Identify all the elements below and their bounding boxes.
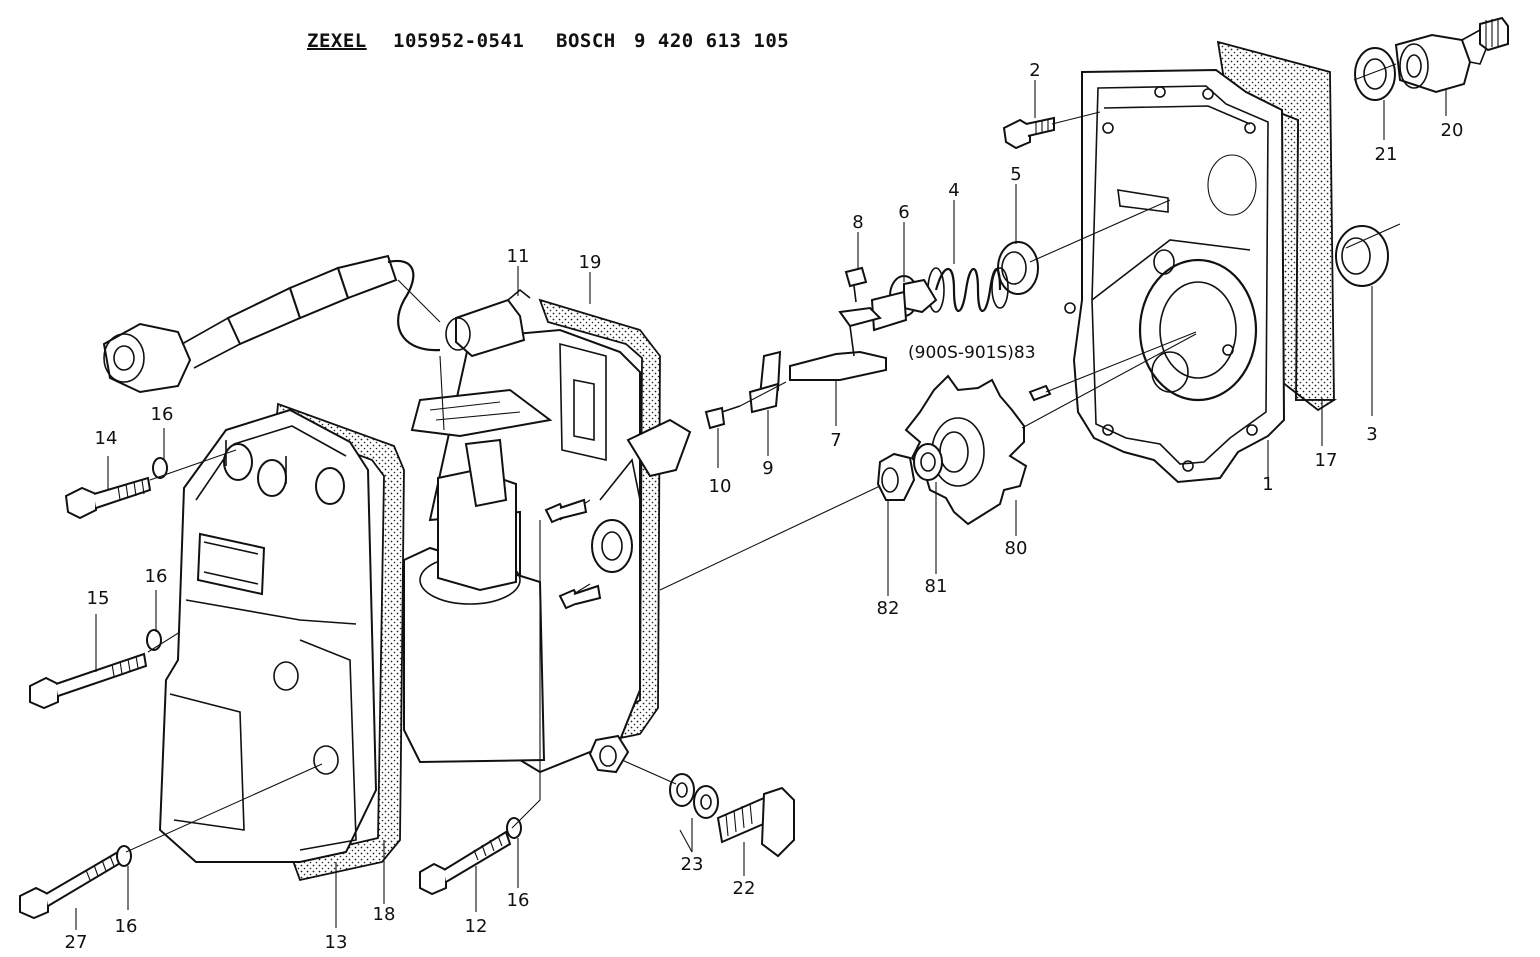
- cover-13: [158, 408, 378, 863]
- label-7: 7: [830, 430, 841, 451]
- bolt-15: [29, 652, 148, 710]
- shaft-6: [870, 275, 938, 332]
- label-13: 13: [325, 932, 348, 953]
- bolt-2: [1002, 116, 1055, 150]
- label-4: 4: [948, 180, 959, 201]
- nut-82: [876, 452, 916, 501]
- label-16-d: 16: [507, 890, 530, 911]
- small-screws: [544, 498, 602, 610]
- label-6: 6: [898, 202, 909, 223]
- key-83: [1028, 384, 1052, 402]
- label-8: 8: [852, 212, 863, 233]
- label-12: 12: [465, 916, 488, 937]
- label-22: 22: [733, 878, 756, 899]
- zexel-part-number: 105952-0541: [393, 30, 525, 52]
- bosch-label: BOSCH: [556, 30, 616, 52]
- sensor-20: [1394, 16, 1509, 94]
- label-83: (900S-901S)83: [908, 343, 1036, 363]
- label-15: 15: [87, 588, 110, 609]
- bolt-27: [19, 850, 124, 920]
- label-11: 11: [507, 246, 530, 267]
- spring-4: [927, 267, 1009, 313]
- screw-8: [844, 266, 868, 303]
- label-80: 80: [1005, 538, 1028, 559]
- label-2: 2: [1029, 60, 1040, 81]
- label-10: 10: [709, 476, 732, 497]
- label-19: 19: [579, 252, 602, 273]
- washer-21: [1354, 47, 1396, 101]
- label-20: 20: [1441, 120, 1464, 141]
- label-5: 5: [1010, 164, 1021, 185]
- screw-10: [704, 405, 741, 430]
- governor-housing-1: [1064, 68, 1286, 484]
- actuator-body: [403, 328, 692, 774]
- bolt-12: [419, 830, 512, 896]
- connector-11: [445, 288, 531, 358]
- label-16-c: 16: [115, 916, 138, 937]
- label-81: 81: [925, 576, 948, 597]
- label-17: 17: [1315, 450, 1338, 471]
- label-16-b: 16: [145, 566, 168, 587]
- leader-lines: [75, 63, 1447, 930]
- plate-9: [748, 350, 782, 414]
- label-1: 1: [1262, 474, 1273, 495]
- label-16-a: 16: [151, 404, 174, 425]
- label-82: 82: [877, 598, 900, 619]
- label-18: 18: [373, 904, 396, 925]
- retainer-5: [997, 241, 1039, 295]
- washer-81: [913, 443, 943, 481]
- label-27: 27: [65, 932, 88, 953]
- label-3: 3: [1366, 424, 1377, 445]
- label-9: 9: [762, 458, 773, 479]
- bracket-7: [789, 306, 887, 381]
- label-23: 23: [681, 854, 704, 875]
- bolt-22: [716, 786, 795, 858]
- label-21: 21: [1375, 144, 1398, 165]
- zexel-label: ZEXEL: [307, 30, 367, 52]
- bosch-part-number: 9 420 613 105: [634, 30, 790, 52]
- bolt-14: [64, 476, 152, 520]
- harness-plug: [102, 254, 441, 394]
- label-14: 14: [95, 428, 118, 449]
- oil-seal-3: [1335, 225, 1389, 287]
- washer-23: [669, 773, 719, 819]
- part-labels: 2 5 4 6 8 (900S-901S)83 7 9 10 1 17 3 20…: [65, 60, 1464, 953]
